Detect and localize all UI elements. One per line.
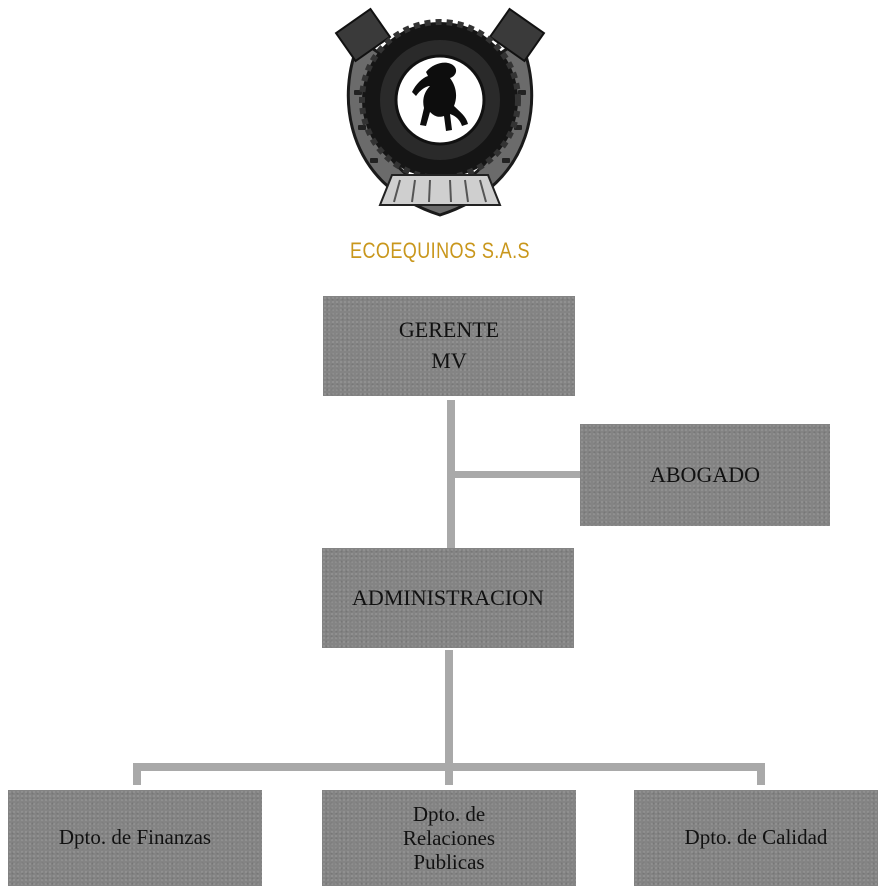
relaciones-publicas-label: Dpto. de Relaciones Publicas — [402, 801, 496, 875]
gerente-label: GERENTE MV — [398, 317, 500, 373]
administracion-label: ADMINISTRACION — [352, 585, 544, 611]
abogado-box: ABOGADO — [580, 424, 830, 526]
calidad-label: Dpto. de Calidad — [684, 825, 828, 850]
company-name: ECOEQUINOS S.A.S — [350, 238, 530, 263]
finanzas-label: Dpto. de Finanzas — [58, 825, 212, 850]
gerente-box: GERENTE MV — [323, 296, 575, 396]
connector-calidad — [757, 763, 765, 785]
company-logo-icon — [334, 7, 546, 217]
connector-admin-down — [445, 650, 453, 770]
abogado-label: ABOGADO — [650, 461, 760, 487]
connector-gerente-admin — [447, 400, 455, 548]
relaciones-publicas-box: Dpto. de Relaciones Publicas — [322, 790, 576, 886]
finanzas-box: Dpto. de Finanzas — [8, 790, 262, 886]
connector-abogado — [455, 471, 580, 478]
connector-relaciones — [445, 763, 453, 785]
calidad-box: Dpto. de Calidad — [634, 790, 878, 886]
administracion-box: ADMINISTRACION — [322, 548, 574, 648]
connector-finanzas — [133, 763, 141, 785]
